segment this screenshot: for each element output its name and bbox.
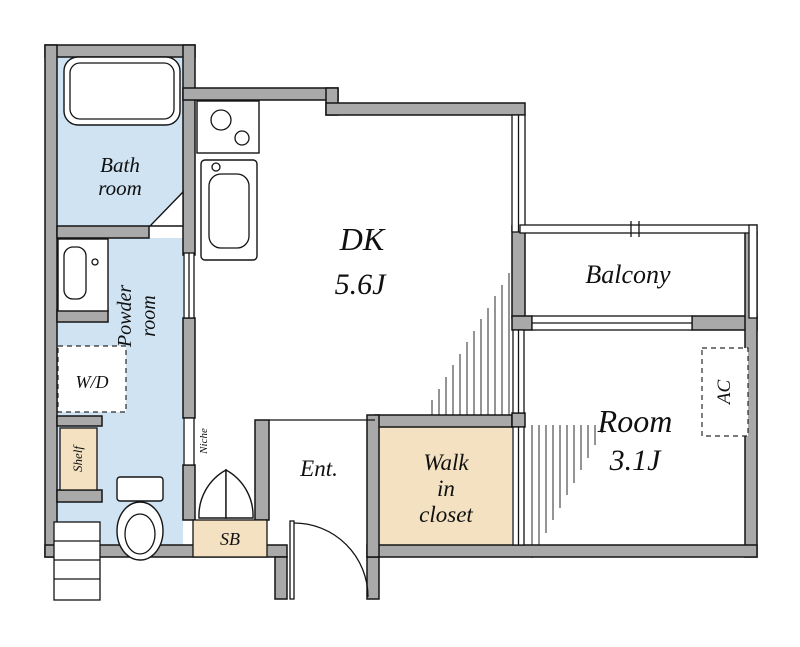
wall — [511, 412, 526, 428]
wall — [325, 102, 526, 116]
shelf-box — [59, 427, 98, 491]
label-shoe-box: SB — [220, 529, 240, 549]
wall — [44, 44, 196, 58]
labels-layer: Bath room Powder room W/D Shelf DK 5.6J … — [70, 153, 735, 549]
label-niche: Niche — [198, 428, 210, 455]
niche-box — [183, 417, 195, 466]
fixtures-layer — [57, 56, 749, 600]
wall — [366, 544, 758, 558]
wall — [44, 44, 58, 558]
wall — [182, 44, 196, 256]
label-powder-room-line2: room — [138, 295, 160, 336]
label-balcony: Balcony — [585, 260, 671, 289]
wall — [182, 317, 196, 419]
wall — [511, 315, 533, 331]
vanity-sink — [57, 238, 109, 312]
entrance-porch-wall — [366, 556, 380, 600]
label-washer-dryer: W/D — [76, 372, 109, 392]
kitchen-sink — [200, 159, 258, 261]
wall — [56, 489, 103, 503]
label-wic-line1: Walk — [423, 450, 469, 475]
label-bathroom-line1: Bath — [100, 153, 140, 177]
window-room-balcony — [531, 315, 693, 331]
ac-unit-box — [701, 347, 749, 437]
label-powder-room-line1: Powder — [114, 285, 136, 348]
wall — [182, 87, 339, 101]
toilet — [116, 476, 164, 561]
walls-layer — [44, 44, 758, 600]
railing-tick — [630, 221, 640, 237]
wall — [366, 414, 380, 558]
sliding-door-hatch-dk — [431, 273, 510, 418]
label-ac: AC — [714, 380, 735, 407]
sliding-door-hatch-room — [531, 425, 603, 558]
washer-dryer-box — [57, 345, 127, 413]
wall — [56, 225, 150, 239]
label-room-size: 3.1J — [609, 444, 663, 477]
sliding-door-wic-room — [512, 426, 525, 546]
kitchen-stove — [196, 100, 260, 154]
window-dk — [511, 114, 526, 233]
shoe-box — [192, 519, 268, 558]
bathtub — [63, 56, 181, 126]
wall — [182, 464, 196, 521]
wall — [56, 415, 103, 427]
walk-in-closet-floor — [375, 427, 512, 545]
label-dk: DK — [339, 221, 386, 257]
wall — [254, 419, 270, 521]
label-room: Room — [597, 403, 673, 439]
openings-layer — [53, 114, 758, 601]
entrance-porch-wall — [274, 556, 288, 600]
label-wic-line3: closet — [419, 502, 473, 527]
label-entrance: Ent. — [299, 456, 338, 481]
window-bottom-left — [53, 521, 101, 601]
wall — [56, 309, 109, 323]
balcony-railing-right — [748, 224, 758, 319]
bath-door-swing — [148, 190, 184, 227]
label-bathroom-line2: room — [98, 176, 142, 200]
label-wic-line2: in — [437, 476, 455, 501]
label-shelf: Shelf — [70, 444, 85, 472]
sliding-door-dk-room — [512, 329, 525, 414]
sliding-door-powder — [183, 252, 195, 319]
wall — [511, 225, 526, 319]
label-dk-size: 5.6J — [335, 268, 388, 301]
closet-double-doors — [198, 468, 254, 519]
entrance-door — [289, 520, 369, 600]
wall — [374, 414, 513, 428]
